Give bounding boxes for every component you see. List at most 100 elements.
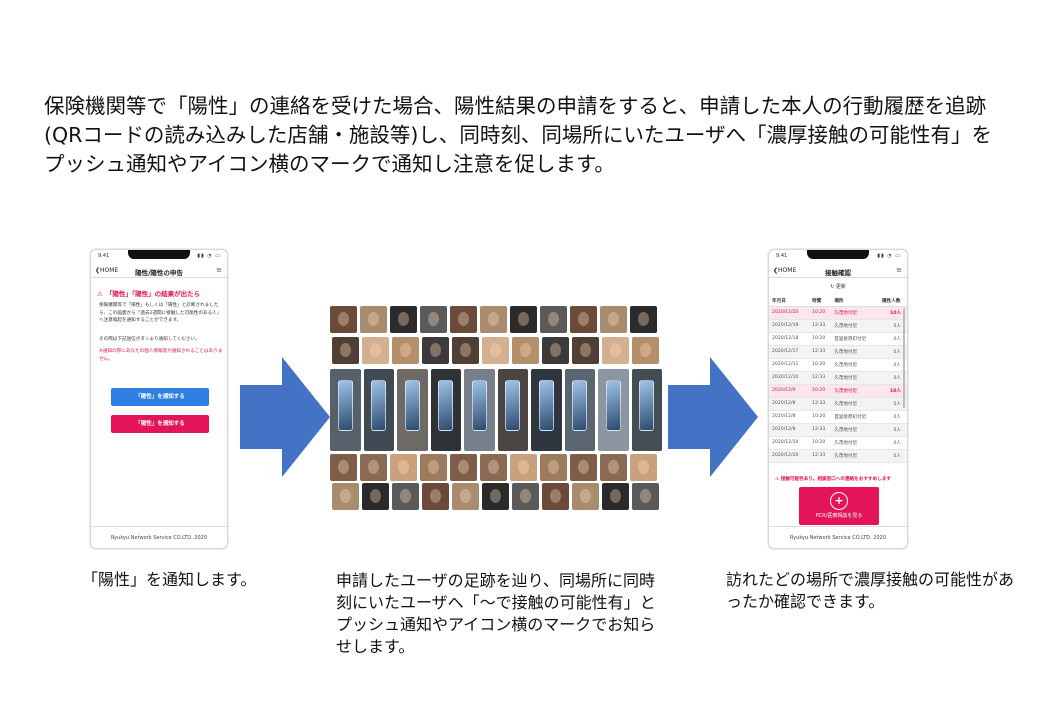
phone-photo: [531, 369, 562, 451]
cell-place: 久茂地付近: [831, 436, 880, 450]
cell-count: 0人: [879, 371, 907, 385]
cell-time: 12:33: [809, 449, 832, 463]
menu-icon[interactable]: ≡: [896, 266, 902, 274]
cell-time: 12:33: [809, 345, 832, 359]
user-photo: [572, 337, 599, 364]
cell-place: 久茂地付近: [831, 384, 880, 398]
scrollbar[interactable]: [903, 308, 905, 408]
notify-positive-blue-button[interactable]: 「陽性」を通知する: [111, 388, 209, 406]
user-photo: [362, 337, 389, 364]
user-photo: [540, 306, 567, 333]
user-photo: [390, 454, 417, 481]
nav-bar: ❮HOME 接触確認 ≡: [769, 264, 907, 278]
cell-count: 10人: [879, 306, 907, 320]
user-photo: [450, 306, 477, 333]
table-header-row: 年月日 時間 場所 陽性人数: [769, 296, 907, 307]
cell-time: 10:20: [809, 306, 832, 320]
users-collage-image: [330, 306, 662, 512]
cell-time: 10:20: [809, 410, 832, 424]
smartphone-photos: [330, 369, 662, 451]
user-photo: [510, 306, 537, 333]
cell-time: 12:33: [809, 319, 832, 333]
report-positive-screen: 9:41 ▮▮ ◔ ▭ ❮HOME 陽性/陽性の申告 ≡ ⚠「陽性」「陽性」の結…: [90, 249, 228, 549]
phone-screen: [605, 380, 621, 432]
cell-date: 2020/12/18: [769, 332, 810, 346]
user-photo: [482, 483, 509, 510]
phone-photo: [631, 369, 662, 451]
phone-screen: [639, 380, 655, 432]
cell-count: 0人: [879, 436, 907, 450]
warning-heading: ⚠「陽性」「陽性」の結果が出たら: [97, 290, 201, 298]
phone-photo: [564, 369, 595, 451]
user-photo: [630, 454, 657, 481]
user-photo: [452, 337, 479, 364]
user-photo: [602, 337, 629, 364]
header-date: 年月日: [769, 296, 810, 307]
arrow-right-icon: [668, 357, 758, 477]
cell-date: 2020/12/20: [769, 306, 810, 320]
privacy-note: ※通知の際にあなたの個人情報等が通知されることはありません。: [99, 349, 223, 362]
user-photo: [570, 454, 597, 481]
phone-photo: [598, 369, 629, 451]
user-photo: [332, 483, 359, 510]
cell-time: 12:33: [809, 371, 832, 385]
home-back-button[interactable]: ❮HOME: [773, 267, 797, 274]
phone-screen: [438, 380, 454, 432]
cell-time: 10:20: [809, 436, 832, 450]
nav-bar: ❮HOME 陽性/陽性の申告 ≡: [91, 264, 227, 278]
user-photo: [510, 454, 537, 481]
user-photo: [392, 483, 419, 510]
notify-positive-red-button[interactable]: 「陽性」を通知する: [111, 415, 209, 433]
cell-place: 久茂地付近: [831, 449, 880, 463]
user-photo: [512, 337, 539, 364]
status-icons: ▮▮ ◔ ▭: [877, 253, 901, 259]
warning-icon: ⚠: [97, 290, 103, 298]
pcr-consult-button[interactable]: + PCR/医療相談を見る: [799, 487, 879, 525]
user-photo: [480, 306, 507, 333]
phone-photo: [464, 369, 495, 451]
refresh-button[interactable]: ↻ 更新: [830, 284, 846, 290]
menu-icon[interactable]: ≡: [216, 266, 222, 274]
home-back-button[interactable]: ❮HOME: [95, 267, 119, 274]
screen-title: 陽性/陽性の申告: [135, 269, 183, 277]
user-photo: [482, 337, 509, 364]
phone-screen: [538, 380, 554, 432]
status-time: 9:41: [776, 253, 788, 259]
user-photo: [360, 454, 387, 481]
user-photo: [360, 306, 387, 333]
screen-title: 接触確認: [825, 269, 851, 277]
cell-date: 2020/12/11: [769, 358, 810, 372]
cell-time: 12:33: [809, 397, 832, 411]
caption-right: 訪れたどの場所で濃厚接触の可能性があったか確認できます。: [726, 570, 1015, 611]
cell-date: 2020/12/8: [769, 423, 810, 437]
user-photo: [422, 483, 449, 510]
user-photo: [632, 337, 659, 364]
user-photo: [480, 454, 507, 481]
user-photo: [362, 483, 389, 510]
user-photo: [450, 454, 477, 481]
cell-count: 0人: [879, 345, 907, 359]
cell-date: 2020/12/10: [769, 371, 810, 385]
user-photo: [390, 306, 417, 333]
medical-cross-icon: +: [830, 492, 848, 510]
cell-time: 10:20: [809, 384, 832, 398]
user-photo: [542, 483, 569, 510]
cell-count: 0人: [879, 332, 907, 346]
user-photo: [542, 337, 569, 364]
user-photo: [330, 454, 357, 481]
user-photo: [330, 306, 357, 333]
cell-count: 0人: [879, 358, 907, 372]
